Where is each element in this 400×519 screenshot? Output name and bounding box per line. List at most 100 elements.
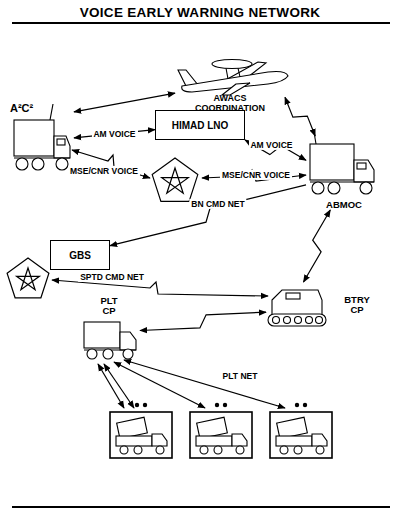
- radio-link: [114, 362, 205, 408]
- node-label: ABMOC: [326, 200, 362, 210]
- launcher-wheel: [134, 446, 142, 454]
- truck-cab: [54, 136, 70, 158]
- launcher-cab: [152, 434, 167, 446]
- btry-cp-vehicle: [268, 290, 326, 326]
- process-box: GBS: [50, 240, 110, 270]
- process-box: HIMAD LNO: [155, 110, 245, 140]
- unit-dot: [215, 403, 219, 407]
- star-symbol: [17, 268, 40, 290]
- launcher-station: [110, 412, 172, 458]
- radio-link: [285, 97, 315, 136]
- truck-wheel: [103, 349, 113, 359]
- vehicle-hatch: [286, 293, 300, 299]
- launcher-bed: [196, 436, 232, 446]
- radio-link: [52, 280, 268, 296]
- launcher-wheel: [280, 446, 288, 454]
- rotodome: [212, 60, 252, 69]
- road-wheel: [306, 317, 313, 324]
- unit-dot: [143, 403, 147, 407]
- pentagon-symbol: [7, 258, 49, 298]
- truck-wheel: [312, 182, 324, 194]
- vehicle-track: [268, 314, 326, 326]
- vehicle-node: PLT CP: [78, 296, 140, 362]
- abmoc-truck: [310, 132, 374, 194]
- launcher-station: [270, 412, 332, 458]
- rule-line: [12, 22, 390, 24]
- truck-shelter: [310, 144, 354, 180]
- launcher-wheel: [316, 446, 324, 454]
- road-wheel: [273, 317, 280, 324]
- rotodome-strut: [226, 68, 228, 79]
- truck-shelter: [14, 120, 54, 156]
- truck-wheel: [32, 158, 44, 170]
- awacs-aircraft: [178, 60, 288, 96]
- road-wheel: [284, 317, 291, 324]
- road-wheel: [295, 317, 302, 324]
- truck-wheel: [56, 158, 68, 170]
- aircraft-wing: [222, 83, 250, 95]
- link-label: BN CMD NET: [189, 199, 246, 209]
- launcher-wheel: [120, 446, 128, 454]
- launcher-frame: [110, 412, 172, 458]
- unit-dot: [295, 403, 299, 407]
- star-symbol: [162, 168, 189, 193]
- launcher-cab: [312, 434, 327, 446]
- link-label: AM VOICE: [248, 140, 294, 150]
- launcher-wheel: [236, 446, 244, 454]
- plt-cp-truck: [84, 322, 136, 359]
- truck-window: [357, 163, 366, 169]
- link-label: AM VOICE: [91, 129, 137, 139]
- road-wheel: [316, 317, 323, 324]
- vehicle-hull: [272, 290, 322, 316]
- radio-links: [52, 150, 306, 408]
- radio-link: [304, 210, 331, 282]
- rule-line: [12, 506, 390, 508]
- node-label: A²C²: [10, 102, 33, 114]
- net-label: MSE/CNR VOICE: [68, 166, 140, 176]
- unit-dot: [223, 403, 227, 407]
- connector-layer: [74, 93, 330, 330]
- aircraft-node: AWACS COORDINATION: [175, 52, 285, 114]
- net-label: SPTD CMD NET: [78, 272, 146, 282]
- radio-link: [202, 170, 306, 181]
- launcher-cab: [232, 434, 247, 446]
- node-label: BTRY CP: [338, 295, 376, 316]
- truck-wheel: [360, 182, 372, 194]
- rotodome-strut: [238, 68, 240, 77]
- signal-pentagon: [152, 158, 198, 201]
- radio-link: [98, 364, 124, 408]
- launcher-wheel: [156, 446, 164, 454]
- truck-wheel: [328, 182, 340, 194]
- launcher-wheel: [294, 446, 302, 454]
- unit-dot: [135, 403, 139, 407]
- radio-link: [110, 185, 306, 246]
- unit-size-dots: [135, 403, 307, 407]
- truck-shelter: [84, 322, 120, 348]
- unit-dot: [303, 403, 307, 407]
- launcher-wheel: [214, 446, 222, 454]
- pentagon-symbol: [152, 158, 198, 201]
- launcher-bed: [276, 436, 312, 446]
- truck-cab: [354, 160, 374, 182]
- vehicle-node: BTRY CP: [266, 282, 376, 328]
- launcher-station: [190, 412, 252, 458]
- radio-link: [124, 360, 285, 408]
- vehicle-node: ABMOC: [306, 136, 382, 210]
- node-label: GBS: [69, 250, 91, 261]
- launcher-wheel: [200, 446, 208, 454]
- diagram-title: VOICE EARLY WARNING NETWORK: [0, 5, 400, 20]
- truck-cab: [120, 332, 136, 350]
- node-label: PLT CP: [96, 296, 122, 317]
- truck-window: [57, 139, 65, 145]
- antenna: [50, 104, 53, 120]
- radio-link: [245, 140, 306, 160]
- launcher-frame: [270, 412, 332, 458]
- vehicle-node: A²C²: [10, 102, 74, 180]
- truck-wheel: [123, 349, 133, 359]
- signal-pentagon: [7, 258, 49, 298]
- truck-wheel: [87, 349, 97, 359]
- truck-wheel: [16, 158, 28, 170]
- node-label: HIMAD LNO: [172, 120, 229, 131]
- net-label: MSE/CNR VOICE: [220, 170, 292, 180]
